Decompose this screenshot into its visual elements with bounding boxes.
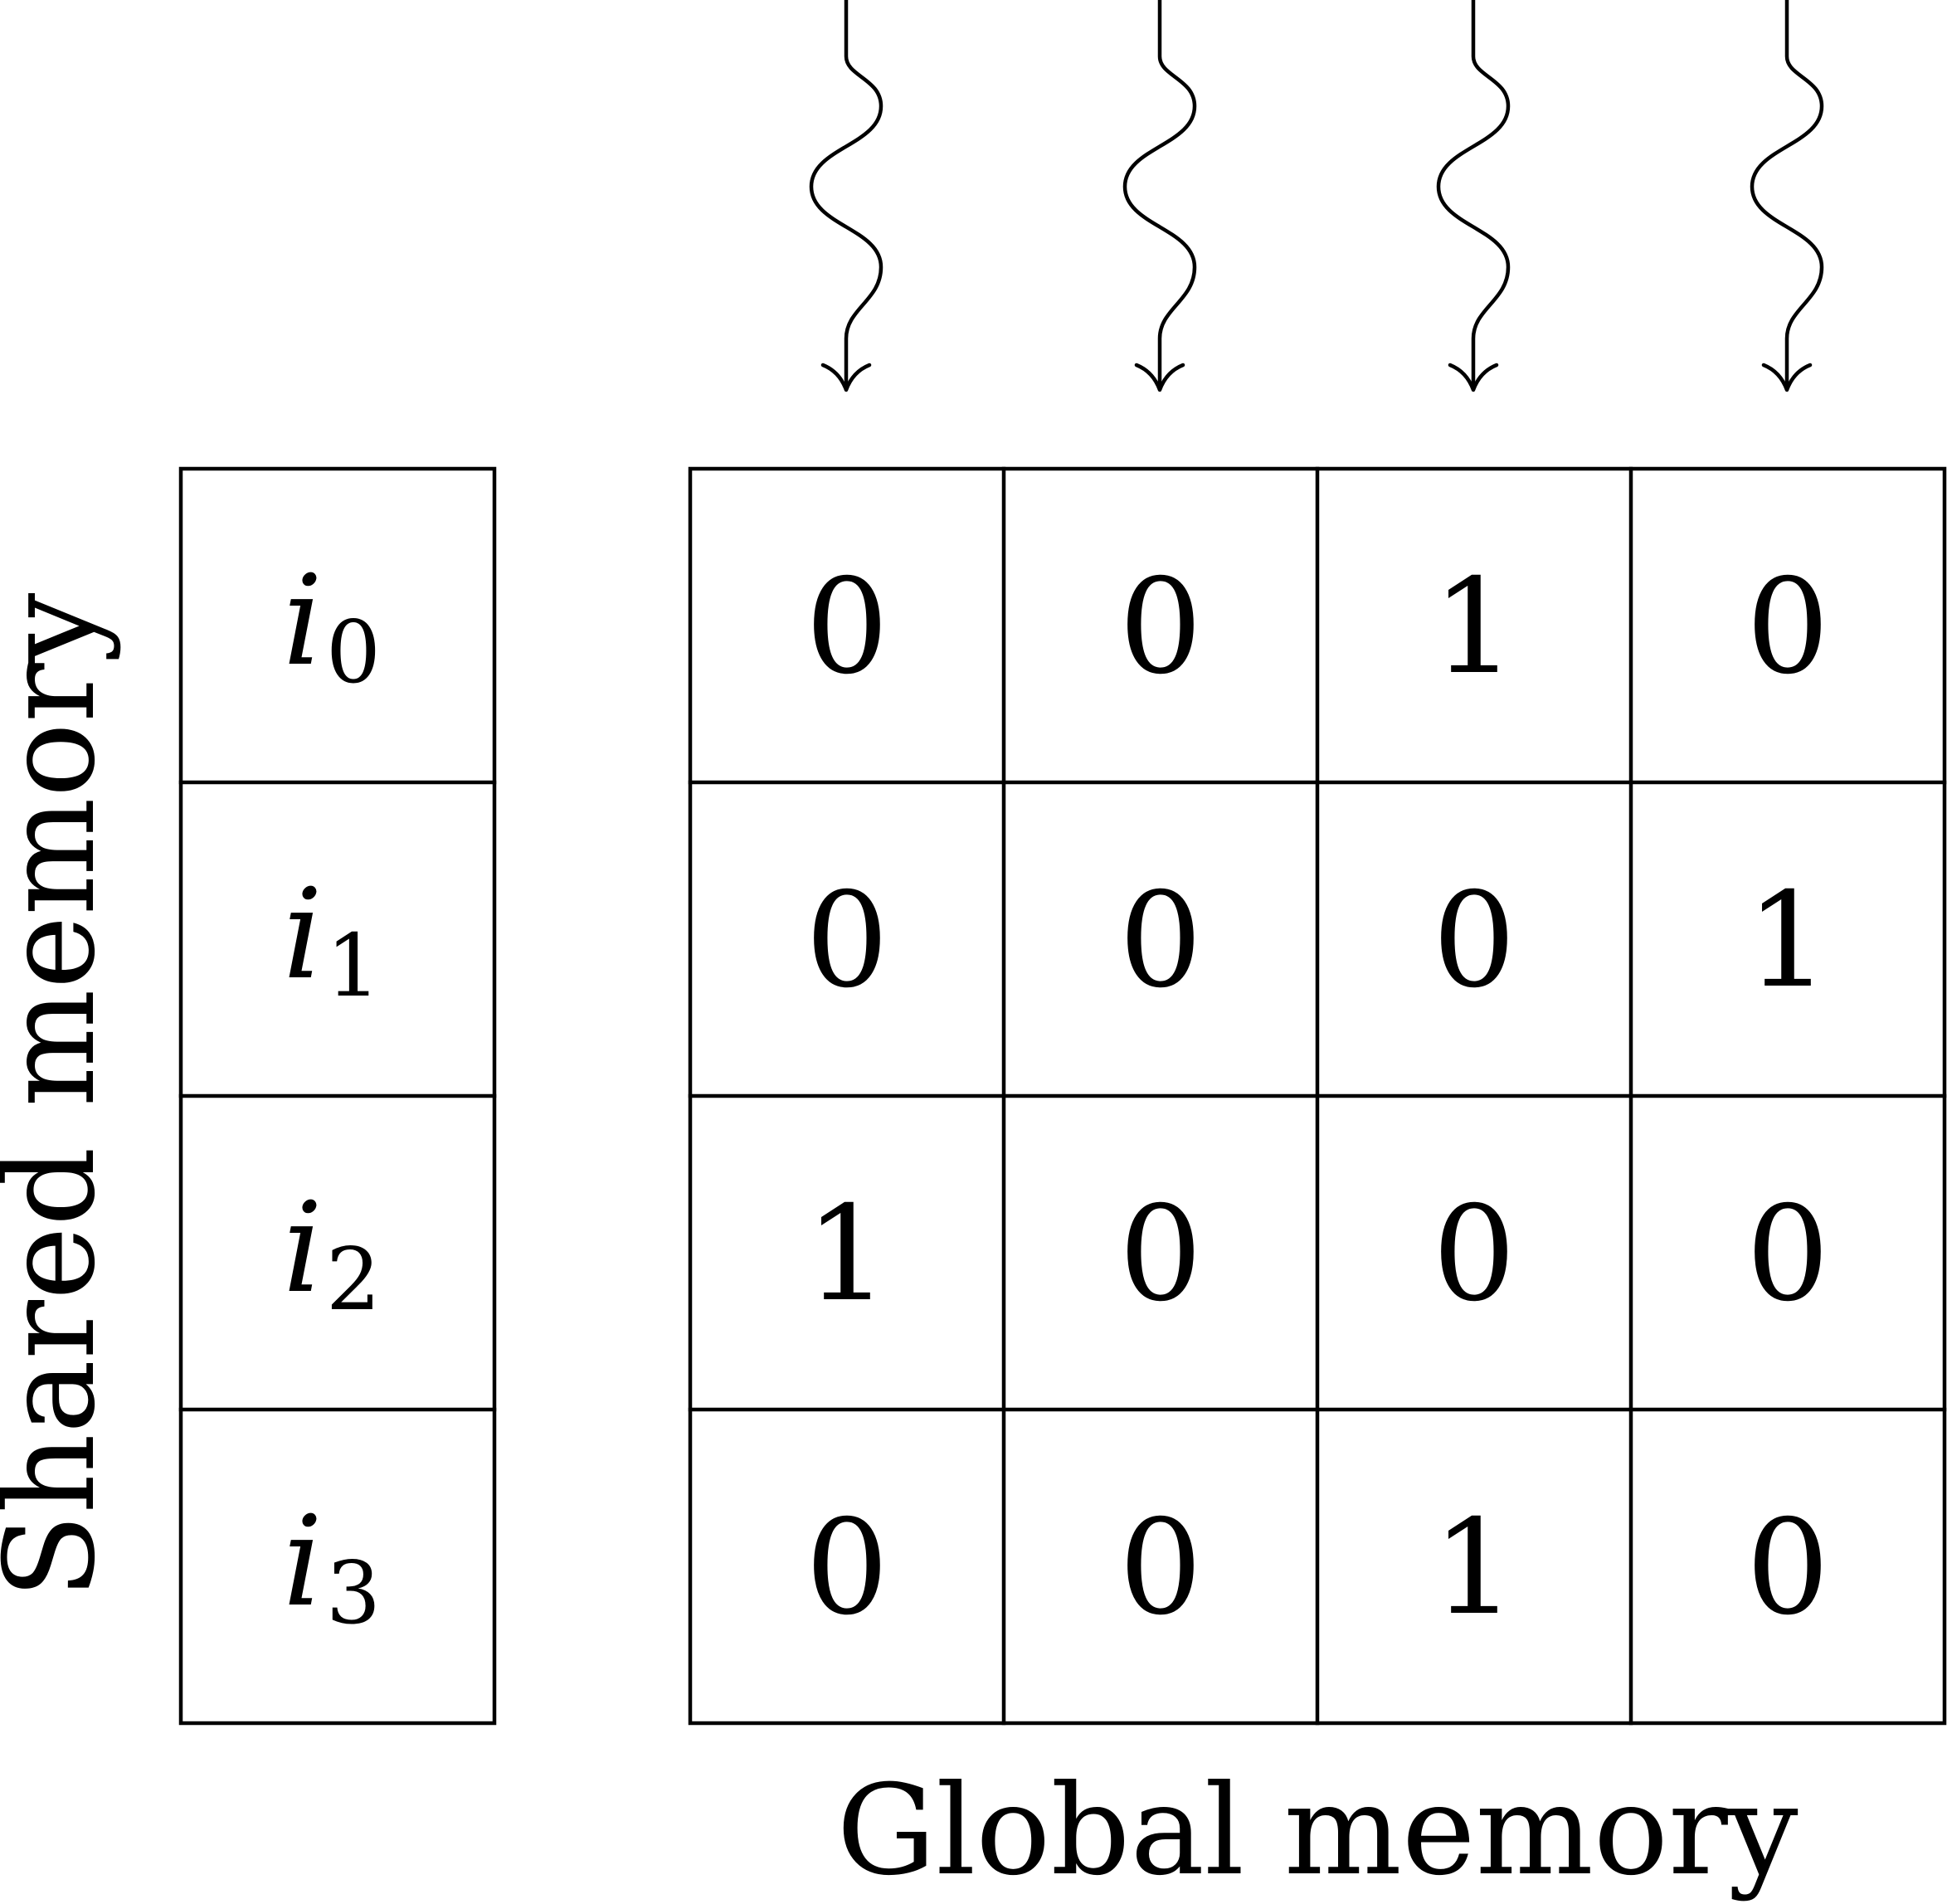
global-memory-cell: 1 xyxy=(1746,864,1830,1017)
shared-memory-cell: i3 xyxy=(283,1490,381,1643)
global-memory-cell: 0 xyxy=(806,1492,889,1644)
shared-memory-column: i0 i1 i2 i3 xyxy=(178,466,497,1726)
incoming-arrow-2 xyxy=(1436,0,1511,392)
global-memory-cell: 0 xyxy=(1119,1492,1203,1644)
global-memory-cell: 1 xyxy=(1433,1492,1516,1644)
global-memory-cell: 0 xyxy=(1746,1492,1830,1644)
global-memory-cell: 0 xyxy=(1433,1178,1516,1331)
global-memory-cell: 0 xyxy=(1119,864,1203,1017)
shared-memory-label: Shared memory xyxy=(0,592,123,1599)
global-memory-grid: 0 0 1 0 0 0 0 1 1 0 0 0 0 0 1 0 xyxy=(688,466,1947,1726)
global-memory-cell: 0 xyxy=(806,864,889,1017)
global-memory-cell: 0 xyxy=(1746,551,1830,704)
incoming-arrows xyxy=(809,0,1824,392)
incoming-arrow-0 xyxy=(809,0,883,392)
incoming-arrow-3 xyxy=(1750,0,1824,392)
global-memory-label: Global memory xyxy=(836,1759,1798,1903)
global-memory-cell: 0 xyxy=(1433,864,1516,1017)
shared-memory-cell: i1 xyxy=(283,863,381,1016)
incoming-arrow-1 xyxy=(1122,0,1197,392)
shared-memory-cell: i0 xyxy=(283,549,381,703)
global-memory-cell: 0 xyxy=(806,551,889,704)
global-memory-cell: 1 xyxy=(1433,551,1516,704)
global-memory-cell: 1 xyxy=(806,1178,889,1331)
global-memory-cell: 0 xyxy=(1119,551,1203,704)
global-memory-cell: 0 xyxy=(1746,1178,1830,1331)
shared-memory-cell: i2 xyxy=(283,1176,381,1330)
global-memory-cell: 0 xyxy=(1119,1178,1203,1331)
